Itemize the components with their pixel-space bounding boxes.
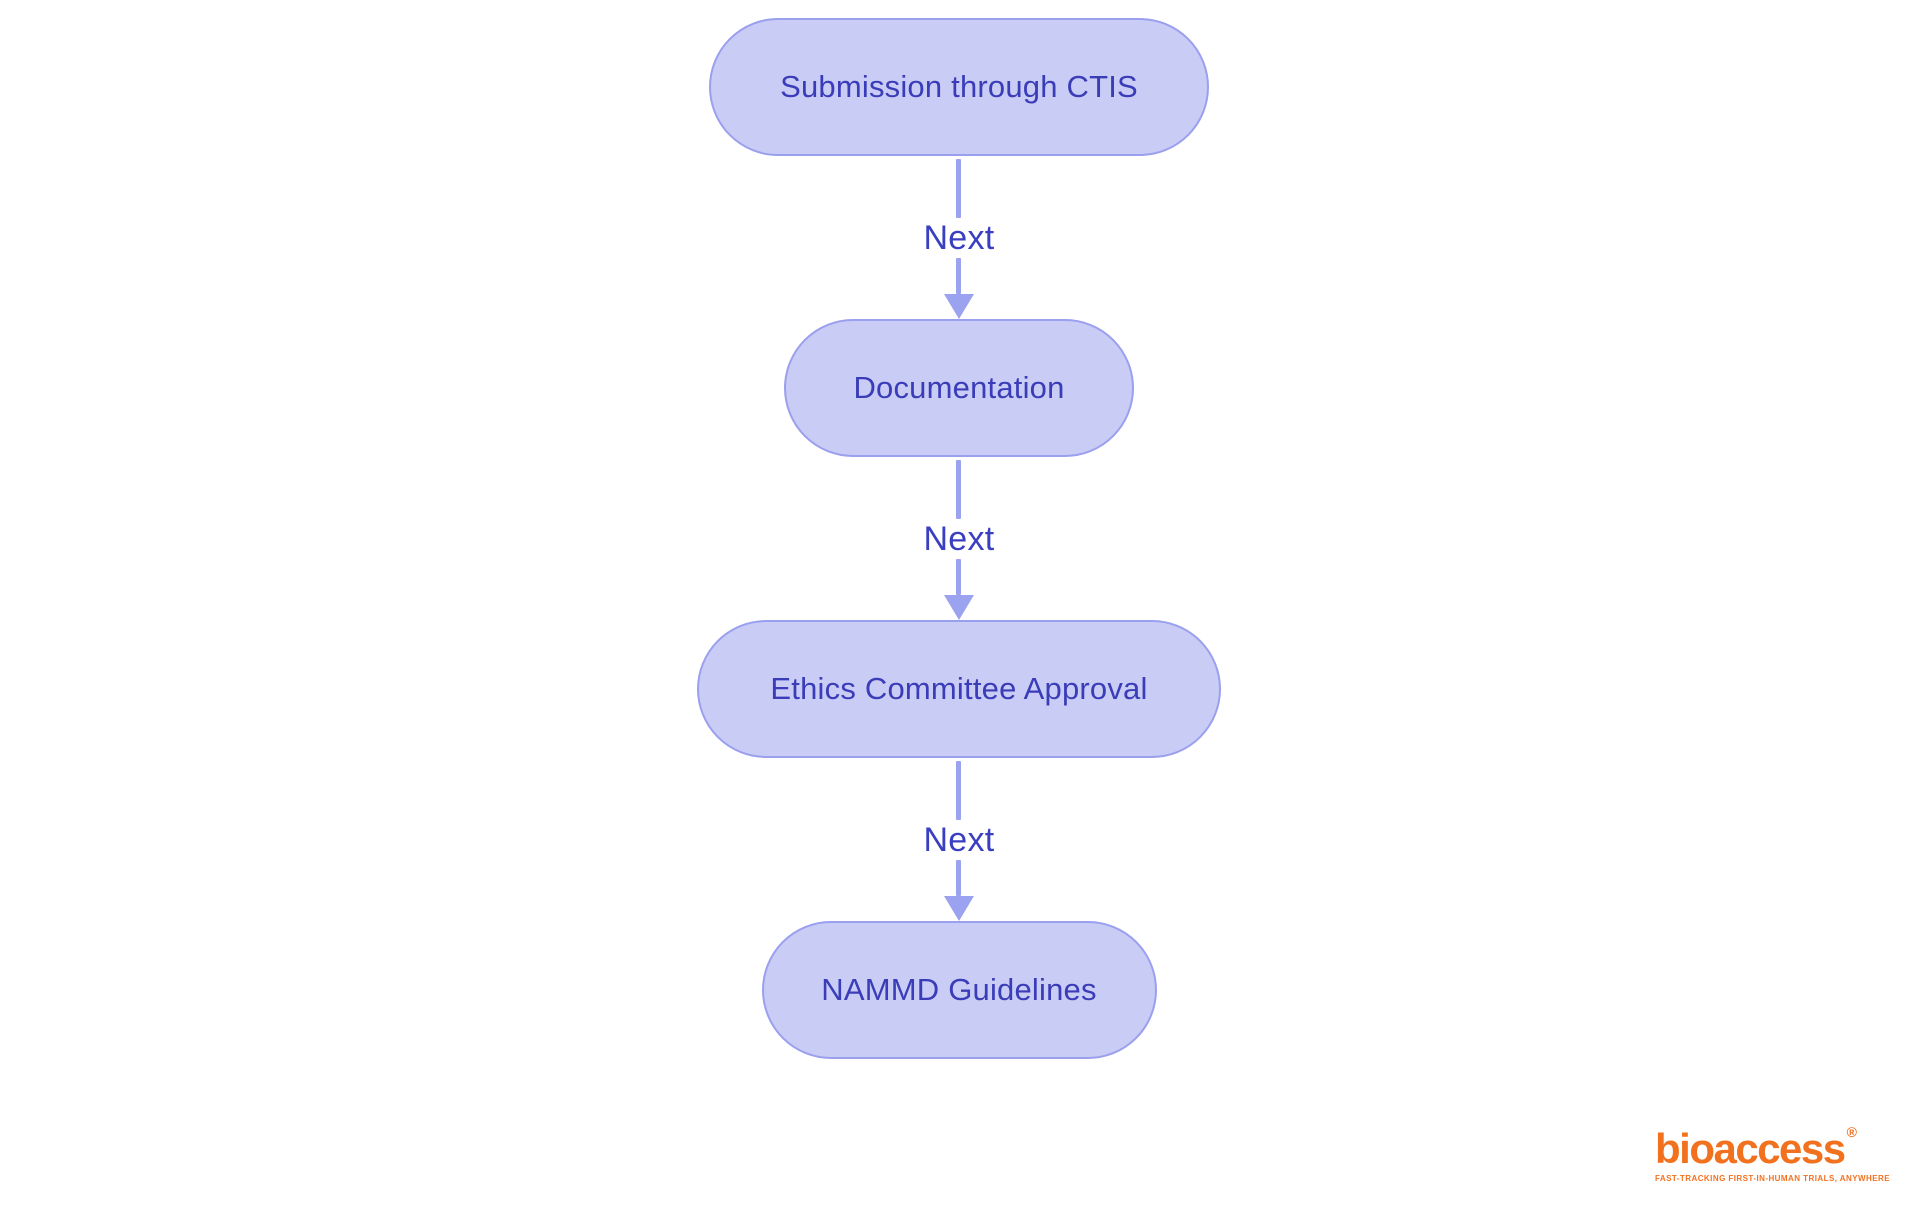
flowchart: Submission through CTIS Next Documentati… xyxy=(697,18,1221,1059)
connector-line xyxy=(956,761,962,820)
flow-node-nammd-guidelines: NAMMD Guidelines xyxy=(761,921,1157,1059)
flow-node-label: Documentation xyxy=(853,370,1065,405)
connector-1: Next xyxy=(923,156,994,319)
connector-line xyxy=(956,860,962,896)
edge-label: Next xyxy=(923,821,995,859)
arrow-down-icon xyxy=(943,595,974,620)
logo-text: bioaccess xyxy=(1655,1125,1846,1172)
arrow-down-icon xyxy=(943,294,974,319)
flow-node-documentation: Documentation xyxy=(784,319,1134,457)
edge-label: Next xyxy=(923,520,995,558)
connector-line xyxy=(956,159,962,218)
connector-line xyxy=(956,559,962,595)
flow-node-ethics-committee-approval: Ethics Committee Approval xyxy=(697,620,1221,758)
logo-tagline: FAST-TRACKING FIRST-IN-HUMAN TRIALS, ANY… xyxy=(1655,1174,1891,1183)
registered-trademark-icon: ® xyxy=(1846,1124,1857,1140)
connector-line xyxy=(956,460,962,519)
flow-node-label: Submission through CTIS xyxy=(780,69,1138,104)
bioaccess-logo: bioaccess® FAST-TRACKING FIRST-IN-HUMAN … xyxy=(1655,1124,1890,1183)
connector-line xyxy=(956,258,962,294)
connector-2: Next xyxy=(923,457,994,620)
flow-node-label: Ethics Committee Approval xyxy=(770,671,1148,706)
edge-label: Next xyxy=(923,219,995,257)
arrow-down-icon xyxy=(943,896,974,921)
logo-wordmark: bioaccess® xyxy=(1655,1124,1890,1170)
flow-node-label: NAMMD Guidelines xyxy=(821,972,1097,1007)
flow-node-submission-through-ctis: Submission through CTIS xyxy=(709,18,1209,156)
connector-3: Next xyxy=(923,758,994,921)
